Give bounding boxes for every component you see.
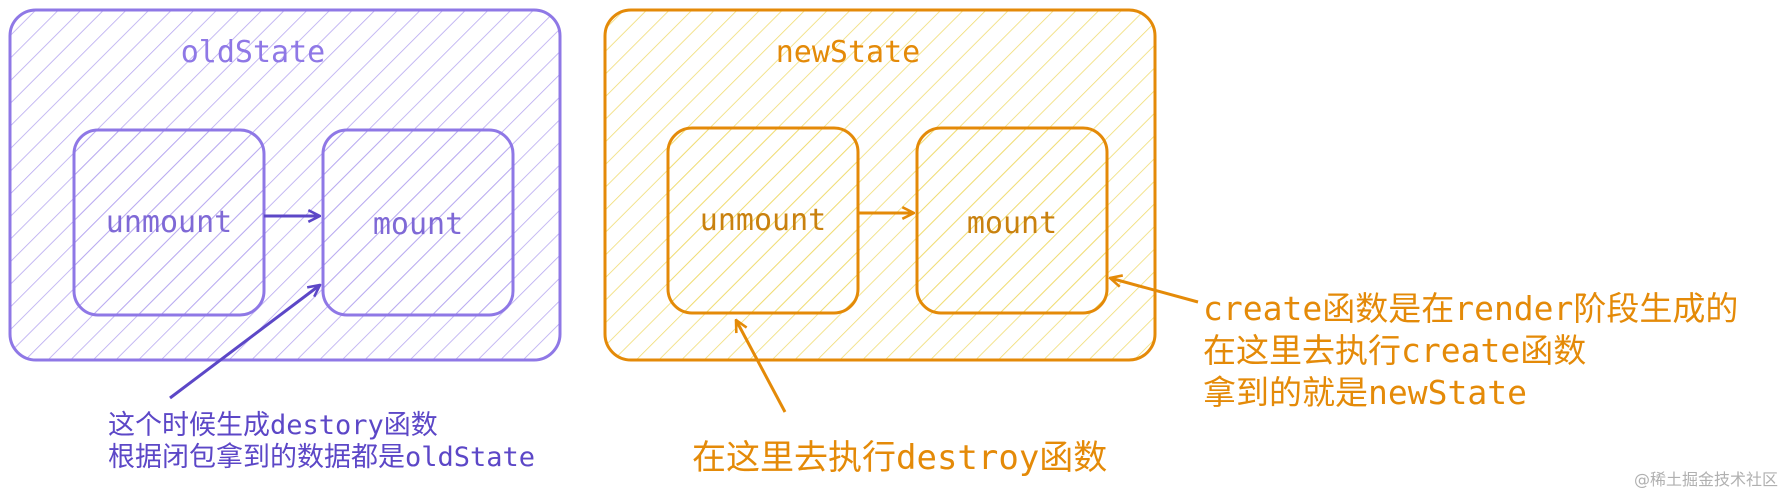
new-mount-box (915, 126, 1109, 315)
old-state-note: 这个时候生成destory函数 根据闭包拿到的数据都是oldState (108, 410, 535, 475)
new-unmount-box (666, 126, 860, 315)
new-state-title: newState (776, 35, 921, 70)
old-mount-label: mount (373, 207, 463, 242)
new-right-note-arrow (1110, 278, 1199, 304)
create-note-line-2: 在这里去执行create函数 (1203, 331, 1587, 371)
destroy-note-text: 在这里去执行destroy函数 (692, 438, 1108, 478)
old-state-group: oldState unmount mount (8, 8, 562, 400)
watermark: @稀土掘金技术社区 (1633, 470, 1778, 489)
old-state-note-line-1: 这个时候生成destory函数 (108, 410, 438, 441)
old-note-arrow (169, 285, 320, 400)
create-note-line-1: create函数是在render阶段生成的 (1203, 289, 1739, 328)
new-bottom-note-arrow (736, 320, 787, 413)
old-state-note-line-2: 根据闭包拿到的数据都是oldState (108, 442, 536, 474)
old-unmount-label: unmount (106, 205, 232, 240)
destroy-note: 在这里去执行destroy函数 (692, 438, 1107, 479)
old-mount-box (321, 128, 515, 317)
old-state-title: oldState (181, 35, 326, 70)
new-unmount-label: unmount (700, 203, 826, 238)
old-unmount-box (72, 128, 266, 317)
create-note-line-3: 拿到的就是newState (1203, 373, 1527, 413)
create-note: create函数是在render阶段生成的 在这里去执行create函数 拿到的… (1203, 288, 1738, 415)
new-state-group: newState unmount mount (603, 8, 1199, 413)
new-mount-label: mount (967, 206, 1057, 241)
